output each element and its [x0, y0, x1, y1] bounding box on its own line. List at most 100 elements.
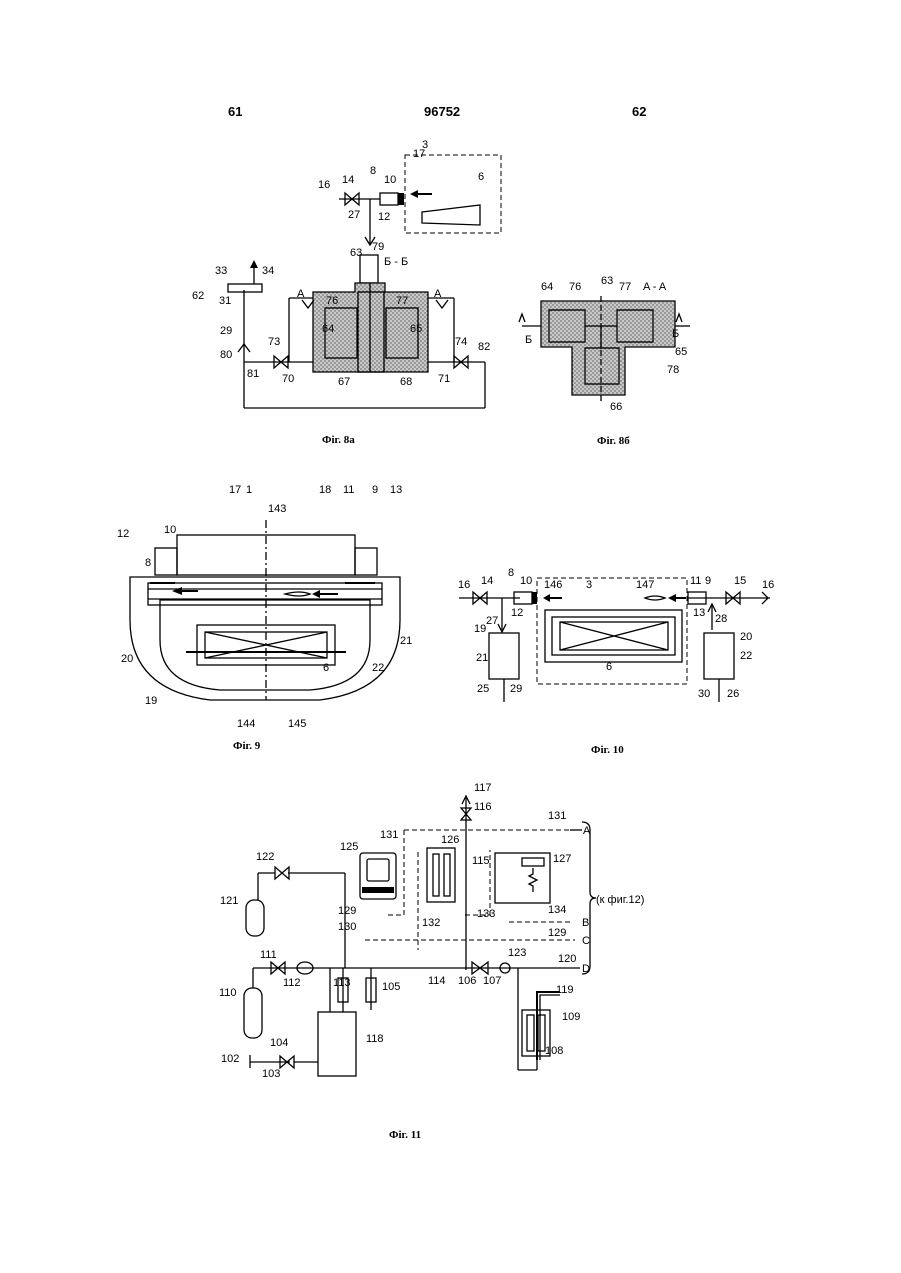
label-129-left: 129	[338, 905, 356, 917]
label-108: 108	[545, 1045, 563, 1057]
part-6	[422, 205, 480, 225]
label-14: 14	[342, 174, 354, 186]
label-62: 62	[192, 290, 204, 302]
label-8: 8	[370, 165, 376, 177]
label-10-16-left: 16	[458, 579, 470, 591]
nozzle-10	[398, 193, 404, 205]
label-133: 133	[477, 908, 495, 920]
label-117: 117	[474, 782, 492, 794]
reference-fig-12: (к фиг.12)	[596, 894, 644, 906]
label-9-13: 13	[390, 484, 402, 496]
label-8b-66: 66	[610, 401, 622, 413]
label-9-10: 10	[164, 524, 176, 536]
label-77: 77	[396, 295, 408, 307]
label-80: 80	[220, 349, 232, 361]
letter-b: B	[582, 917, 589, 929]
label-79: 79	[372, 241, 384, 253]
section-arrow-b-left: Б	[525, 334, 532, 346]
letter-a: A	[583, 825, 591, 837]
label-8b-65: 65	[675, 346, 687, 358]
caption-fig-10: Фіг. 10	[591, 744, 624, 756]
section-arrow-a-right: A	[434, 288, 442, 300]
label-127: 127	[553, 853, 571, 865]
furnace-body	[130, 577, 400, 700]
label-9-22: 22	[372, 662, 384, 674]
label-8b-63: 63	[601, 275, 613, 287]
flow-arrow	[410, 190, 418, 198]
label-34: 34	[262, 265, 274, 277]
label-10-20: 20	[740, 631, 752, 643]
label-9-20: 20	[121, 653, 133, 665]
label-114: 114	[428, 975, 446, 987]
label-10-8: 8	[508, 567, 514, 579]
label-131-right: 131	[548, 810, 566, 822]
label-8b-77: 77	[619, 281, 631, 293]
label-70: 70	[282, 373, 294, 385]
label-9-143: 143	[268, 503, 286, 515]
label-125: 125	[340, 841, 358, 853]
label-68: 68	[400, 376, 412, 388]
label-105: 105	[382, 981, 400, 993]
label-131-left: 131	[380, 829, 398, 841]
label-10-146: 146	[544, 579, 562, 591]
label-10-22: 22	[740, 650, 752, 662]
label-8b-64: 64	[541, 281, 553, 293]
unit-126	[427, 848, 455, 902]
label-120: 120	[558, 953, 576, 965]
section-arrow-b-right: Б	[672, 328, 679, 340]
label-122: 122	[256, 851, 274, 863]
letter-c: C	[582, 935, 590, 947]
label-109: 109	[562, 1011, 580, 1023]
label-123: 123	[508, 947, 526, 959]
label-10-10: 10	[520, 575, 532, 587]
label-64: 64	[322, 323, 334, 335]
label-113: 113	[333, 977, 351, 989]
label-115: 115	[472, 855, 490, 867]
section-label-8b: A - A	[643, 281, 667, 293]
label-9-19: 19	[145, 695, 157, 707]
label-116: 116	[474, 801, 492, 813]
label-9-9: 9	[372, 484, 378, 496]
filter-21	[489, 633, 519, 679]
label-9-6: 6	[323, 662, 329, 674]
label-16: 16	[318, 179, 330, 191]
caption-fig-8b: Фіг. 8б	[597, 435, 630, 447]
label-63: 63	[350, 247, 362, 259]
label-9-11: 11	[343, 484, 354, 496]
label-129-right: 129	[548, 927, 566, 939]
cylinder-110	[244, 988, 262, 1038]
label-107: 107	[483, 975, 501, 987]
tank-118	[318, 1012, 356, 1076]
label-10-9: 9	[705, 575, 711, 587]
label-9-8: 8	[145, 557, 151, 569]
label-126: 126	[441, 834, 459, 846]
label-10-25: 25	[477, 683, 489, 695]
label-82: 82	[478, 341, 490, 353]
label-73: 73	[268, 336, 280, 348]
label-130: 130	[338, 921, 356, 933]
label-74: 74	[455, 336, 467, 348]
label-31: 31	[219, 295, 231, 307]
label-10-29: 29	[510, 683, 522, 695]
valve-122	[275, 867, 282, 879]
label-10-19: 19	[474, 623, 486, 635]
unit-31	[228, 284, 262, 292]
label-119: 119	[556, 984, 574, 996]
label-10-12: 12	[511, 607, 523, 619]
label-10-15: 15	[734, 575, 746, 587]
label-6: 6	[478, 171, 484, 183]
figure-8b: 63 64 65 66 76 77 78 A - A Б Б Фіг. 8б	[519, 275, 690, 447]
label-121: 121	[220, 895, 238, 907]
label-10-147: 147	[636, 579, 654, 591]
letter-d: D	[582, 963, 590, 975]
caption-fig-8a: Фіг. 8а	[322, 434, 355, 446]
label-110: 110	[219, 987, 237, 999]
label-10-21: 21	[476, 652, 488, 664]
label-112: 112	[283, 977, 301, 989]
label-10-14: 14	[481, 575, 493, 587]
label-27: 27	[348, 209, 360, 221]
label-10-13: 13	[693, 607, 705, 619]
unit-8	[380, 193, 398, 205]
figure-9: 1 6 8 9 11 10 12 13 17 18 19 20 21 22 14…	[117, 484, 412, 752]
